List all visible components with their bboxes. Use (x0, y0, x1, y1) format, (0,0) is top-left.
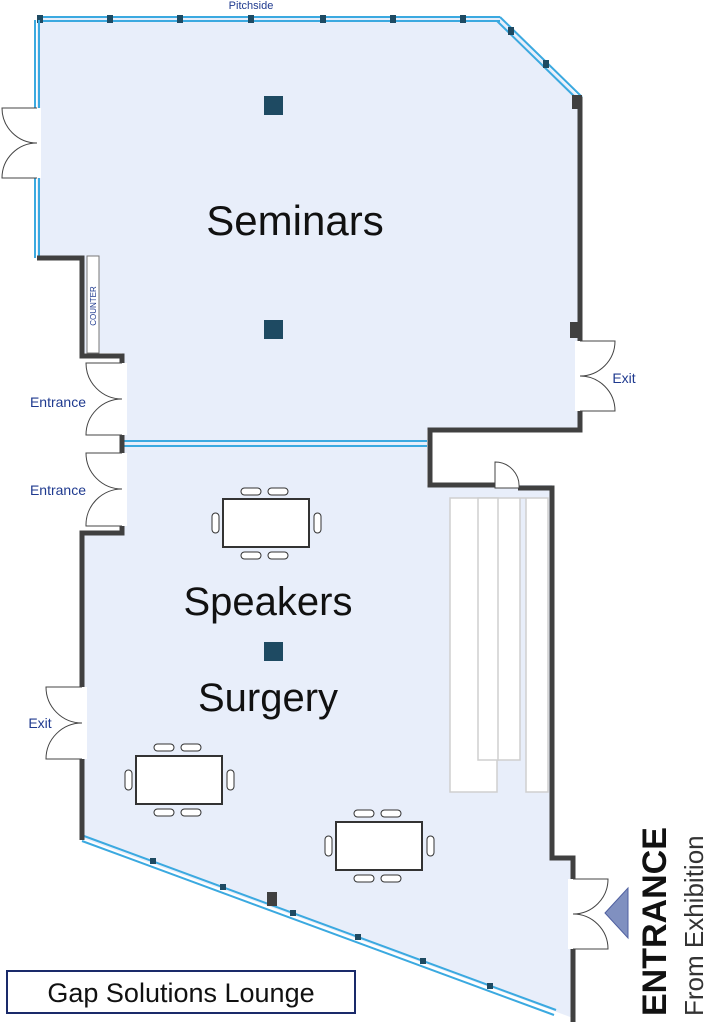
door-main-entrance[interactable] (568, 878, 609, 950)
counter-label: COUNTER (89, 286, 98, 326)
bar-counter (449, 497, 549, 793)
door-bar (494, 461, 520, 489)
door-top-left (1, 107, 41, 179)
surgery-label: Surgery (198, 676, 338, 720)
pitchside-window (37, 15, 583, 101)
counter (86, 255, 100, 354)
table-with-chairs (211, 487, 322, 560)
bottom-window (81, 835, 557, 1016)
door-entrance-upper[interactable] (85, 362, 127, 436)
exit-left-label: Exit (28, 715, 51, 731)
seminars-floor (37, 18, 580, 443)
entrance-lower-label: Entrance (30, 482, 86, 498)
pillar-bottom-wall (267, 892, 277, 906)
walls (37, 97, 583, 1022)
venue-name-box (6, 970, 356, 1014)
door-exit-left[interactable] (45, 686, 87, 760)
main-entrance-title: ENTRANCE (636, 827, 674, 1016)
exit-right-label: Exit (612, 370, 635, 386)
door-exit-right[interactable] (575, 340, 616, 412)
pillar-right-mid (570, 322, 580, 338)
corner-pillar-top-right (572, 95, 582, 109)
speakers-label: Speakers (184, 580, 353, 624)
table-with-chairs (124, 743, 235, 817)
door-entrance-lower[interactable] (85, 452, 127, 527)
pitchside-label: Pitchside (229, 0, 274, 12)
table-with-chairs (324, 809, 435, 883)
column (264, 642, 283, 661)
partition-window (122, 440, 427, 447)
column (264, 96, 283, 115)
column (264, 320, 283, 339)
main-entrance-subtitle: From Exhibition (679, 835, 704, 1016)
entrance-arrow-icon (604, 886, 629, 940)
venue-name: Gap Solutions Lounge (47, 978, 314, 1008)
entrance-upper-label: Entrance (30, 394, 86, 410)
seminars-label: Seminars (206, 197, 383, 244)
